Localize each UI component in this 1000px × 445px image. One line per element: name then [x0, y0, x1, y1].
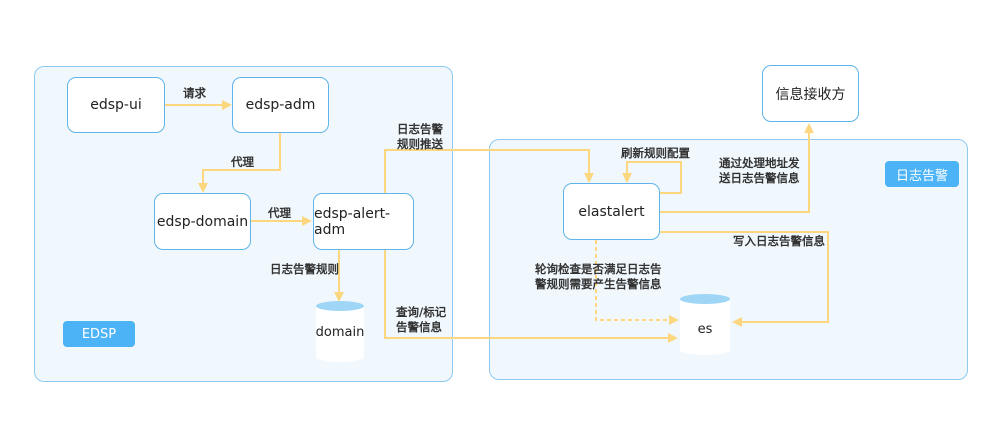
domain-db-cylinder: [316, 301, 364, 362]
edge-label-poll-line1: 轮询检查是否满足日志告: [535, 262, 662, 276]
edge-query: [384, 250, 678, 343]
edge-refresh: [622, 161, 682, 194]
elastalert-node[interactable]: elastalert: [563, 183, 660, 240]
edge-label-request: 请求: [183, 86, 206, 100]
receiver-node[interactable]: 信息接收方: [762, 65, 859, 122]
es-db-cylinder: [680, 294, 730, 355]
edsp-domain-node[interactable]: edsp-domain: [154, 193, 251, 250]
edsp-alert-adm-node[interactable]: edsp-alert-adm: [313, 193, 414, 250]
edsp-badge: EDSP: [63, 321, 135, 347]
edge-rule-push: [384, 149, 594, 193]
es-db-label: es: [697, 321, 713, 337]
edge-label-poll-line2: 警规则需要产生告警信息: [535, 277, 662, 291]
edge-proxy1: [198, 133, 281, 193]
edge-label-proxy2: 代理: [268, 206, 291, 220]
edge-poll: [595, 240, 679, 325]
edge-label-query-line1: 查询/标记: [396, 305, 447, 319]
log-alert-badge: 日志告警: [885, 161, 959, 187]
edsp-adm-node[interactable]: edsp-adm: [232, 77, 329, 133]
edge-label-write: 写入日志告警信息: [733, 234, 825, 248]
edge-label-proxy1: 代理: [231, 155, 254, 169]
edge-label-send-line1: 通过处理地址发: [719, 156, 800, 170]
edge-label-refresh: 刷新规则配置: [621, 146, 690, 160]
domain-db-label: domain: [315, 324, 365, 340]
edge-write: [660, 231, 829, 327]
edge-send: [660, 123, 814, 213]
edge-label-push-line2: 规则推送: [397, 137, 443, 151]
edsp-ui-node[interactable]: edsp-ui: [67, 77, 165, 133]
edge-label-query-line2: 告警信息: [396, 320, 442, 334]
edge-label-push-line1: 日志告警: [397, 122, 443, 136]
edge-label-log-rules: 日志告警规则: [270, 262, 339, 276]
edge-label-send-line2: 送日志告警信息: [719, 171, 800, 185]
